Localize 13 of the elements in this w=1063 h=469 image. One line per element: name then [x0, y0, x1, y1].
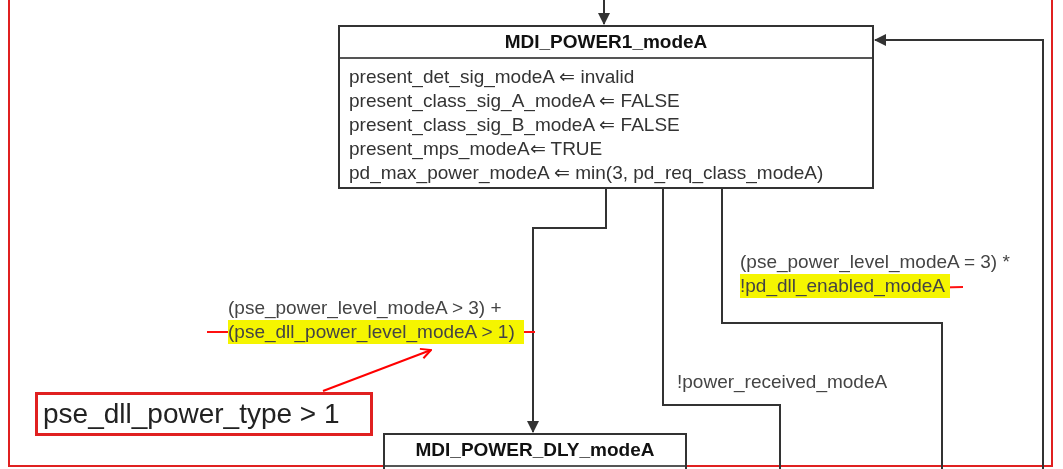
annotation-box: pse_dll_power_type > 1 [35, 392, 373, 436]
state-action: present_mps_modeA⇐ TRUE [348, 137, 604, 161]
edge-label: !power_received_modeA [677, 370, 889, 394]
callout-arrow [322, 347, 432, 392]
state-box [338, 25, 874, 189]
state-action: pd_max_power_modeA ⇐ min(3, pd_req_class_modeA) [348, 161, 825, 185]
transition-arrow [598, 0, 610, 25]
state-action: present_det_sig_modeA ⇐ invalid [348, 65, 636, 89]
state-name: MDI_POWER_DLY_modeA [385, 435, 685, 467]
state-name: MDI_POWER1_modeA [340, 27, 872, 59]
state-action: present_class_sig_B_modeA ⇐ FALSE [348, 113, 681, 137]
transition-arrow [874, 34, 1044, 469]
state-action: present_class_sig_A_modeA ⇐ FALSE [348, 89, 681, 113]
